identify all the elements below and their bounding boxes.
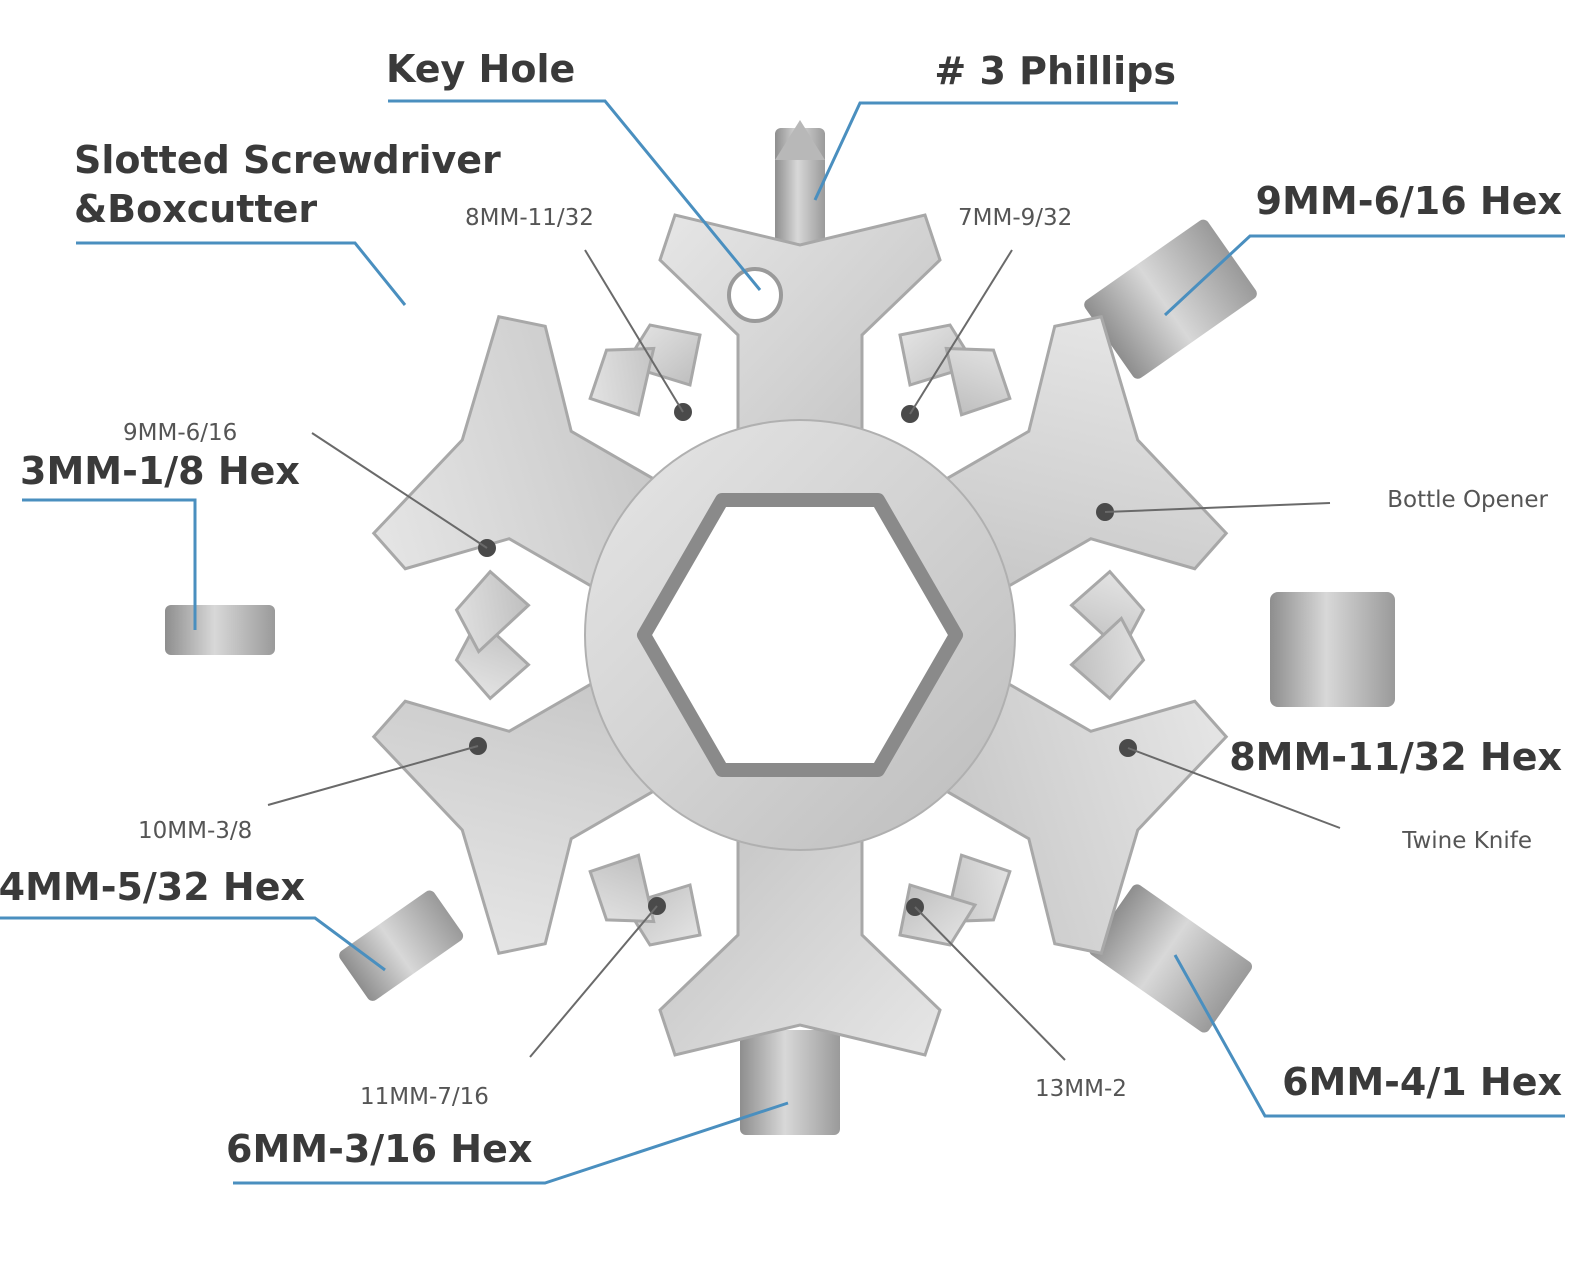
label-twine: Twine Knife <box>1401 828 1532 854</box>
label-3mm-hex: 3MM-1/8 Hex <box>20 449 300 493</box>
label-8mm-hex: 8MM-11/32 Hex <box>1229 735 1562 779</box>
label-9mm-hex: 9MM-6/16 Hex <box>1256 179 1562 223</box>
key-hole <box>729 269 781 321</box>
label-8mm: 8MM-11/32 <box>465 205 594 231</box>
label-6mm-3-16: 6MM-3/16 Hex <box>226 1127 532 1171</box>
leader-slotted <box>76 243 405 305</box>
leader-4mm-hex <box>0 918 385 970</box>
leader-phillips <box>815 103 1178 200</box>
label-key-hole: Key Hole <box>386 47 575 91</box>
leader-13mm <box>915 907 1065 1060</box>
bit-left-3mm <box>165 605 275 655</box>
label-7mm: 7MM-9/32 <box>958 205 1072 231</box>
label-6mm-4-1: 6MM-4/1 Hex <box>1282 1060 1562 1104</box>
label-4mm-hex: 4MM-5/32 Hex <box>0 865 305 909</box>
label-phillips: # 3 Phillips <box>934 49 1176 93</box>
label-10mm: 10MM-3/8 <box>138 818 252 844</box>
label-slotted-2: &Boxcutter <box>74 187 317 231</box>
label-9mm: 9MM-6/16 <box>123 420 237 446</box>
label-13mm: 13MM-2 <box>1035 1076 1127 1102</box>
bit-lower-left-4mm <box>337 888 466 1003</box>
label-slotted-1: Slotted Screwdriver <box>74 138 501 182</box>
center-hex-hole <box>644 500 956 770</box>
bit-right-8mm <box>1270 592 1395 707</box>
label-bottle: Bottle Opener <box>1387 487 1548 513</box>
bit-bottom-6mm <box>740 1030 840 1135</box>
label-11mm: 11MM-7/16 <box>360 1084 489 1110</box>
